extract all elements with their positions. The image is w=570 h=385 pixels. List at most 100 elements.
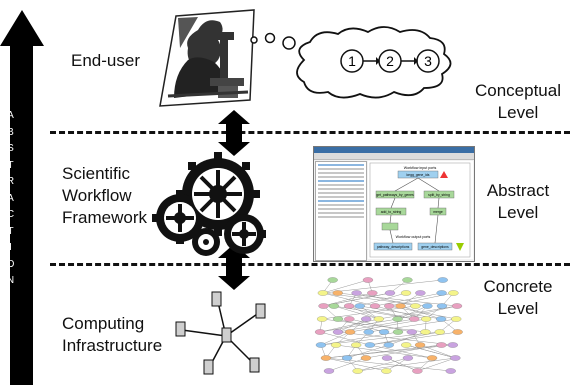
graph-node — [406, 329, 417, 335]
graph-edge — [337, 331, 453, 346]
graph-node — [392, 329, 404, 335]
gears-icon — [152, 152, 266, 256]
graph-node — [451, 303, 463, 309]
abstraction-arrow — [0, 10, 44, 385]
graph-edge — [322, 292, 376, 307]
node-server-6 — [249, 357, 260, 373]
abstract-level-label: Abstract Level — [478, 180, 558, 224]
network-icon — [175, 291, 266, 375]
graph-node — [400, 290, 412, 296]
graph-edge — [406, 344, 456, 359]
graph-node — [317, 290, 329, 296]
double-arrow-lower — [218, 244, 250, 290]
graph-node — [315, 342, 327, 348]
graph-edge — [320, 331, 351, 346]
graph-node — [409, 316, 420, 322]
graph-node — [328, 303, 340, 309]
scientist-microscope-icon — [159, 9, 255, 107]
graph-node — [384, 290, 396, 296]
graph-node — [361, 316, 372, 322]
graph-node — [383, 342, 394, 348]
node-server-4 — [221, 327, 232, 343]
concrete-line-2: Level — [497, 299, 539, 318]
concrete-level-label: Concrete Level — [478, 276, 558, 320]
graph-edge — [322, 279, 443, 294]
graph-node — [344, 329, 356, 335]
graph-node — [316, 316, 328, 322]
graph-node — [314, 329, 326, 335]
infrastructure-label: Computing Infrastructure — [62, 313, 162, 357]
abstraction-letter: C — [6, 209, 15, 220]
graph-node — [341, 355, 353, 361]
graph-node — [402, 277, 413, 283]
graph-edge — [419, 344, 456, 359]
framework-line-1: Scientific — [62, 164, 131, 183]
separator-top — [50, 131, 570, 134]
node-server-2 — [255, 303, 266, 319]
framework-line-3: Framework — [62, 208, 148, 227]
graph-edge — [320, 331, 370, 346]
abstraction-letter: T — [7, 225, 14, 237]
graph-node — [323, 368, 335, 374]
editor-titlebar — [314, 147, 474, 153]
graph-edge — [357, 357, 408, 372]
infrastructure-line-1: Computing — [62, 314, 145, 333]
graph-node — [412, 368, 423, 374]
framework-label: Scientific Workflow Framework — [62, 163, 147, 229]
graph-node — [352, 368, 363, 374]
graph-node — [437, 277, 448, 283]
framework-line-2: Workflow — [62, 186, 132, 205]
graph-node — [351, 342, 362, 348]
graph-edge — [325, 357, 387, 372]
graph-node — [384, 303, 395, 309]
graph-node — [343, 303, 355, 309]
abstract-line-2: Level — [497, 203, 539, 222]
graph-node — [434, 329, 445, 335]
graph-node — [381, 368, 392, 374]
graph-node — [367, 290, 378, 296]
end-user-label: End-user — [71, 51, 140, 70]
graph-node — [436, 303, 448, 309]
graph-node — [410, 303, 421, 309]
step-3: 3 — [424, 53, 432, 69]
graph-edge — [356, 292, 416, 307]
graph-node — [415, 290, 426, 296]
editor-service-panel — [315, 161, 367, 261]
step-1: 1 — [348, 53, 356, 69]
abstraction-letter: A — [7, 192, 14, 204]
abstraction-letter: A — [7, 110, 14, 121]
workflow-editor-window: Workflow input ports kegg_gene_ids get_p… — [313, 146, 475, 262]
wf-node-2: get_pathways_by_genes — [376, 193, 414, 197]
graph-node — [332, 316, 344, 322]
graph-node — [327, 277, 338, 283]
graph-node — [360, 355, 372, 361]
graph-node — [354, 303, 365, 309]
graph-node — [401, 342, 412, 348]
step-2: 2 — [386, 53, 394, 69]
abstraction-letter: I — [9, 242, 12, 253]
graph-node — [420, 329, 431, 335]
graph-node — [318, 303, 329, 309]
graph-edge — [365, 344, 442, 359]
graph-node — [402, 355, 414, 361]
graph-node — [445, 368, 456, 374]
graph-edge — [320, 331, 440, 346]
separator-bottom — [50, 263, 570, 266]
wf-input-header: Workflow input ports — [404, 166, 437, 170]
graph-edge — [322, 279, 369, 294]
graph-node — [378, 329, 390, 335]
double-arrow-upper — [218, 110, 250, 156]
abstraction-letter: R — [6, 176, 15, 187]
conceptual-level-label: Conceptual Level — [468, 80, 568, 124]
wf-node-4: add_to_string — [381, 210, 402, 214]
graph-edge — [320, 318, 398, 333]
thought-sequence: 1 2 3 — [340, 49, 440, 73]
graph-node — [373, 316, 384, 322]
conceptual-line-2: Level — [497, 103, 539, 122]
graph-edge — [417, 357, 456, 372]
graph-edge — [359, 292, 407, 307]
graph-node — [450, 355, 461, 361]
graph-edge — [397, 305, 458, 320]
graph-node — [436, 342, 447, 348]
graph-node — [344, 316, 355, 322]
